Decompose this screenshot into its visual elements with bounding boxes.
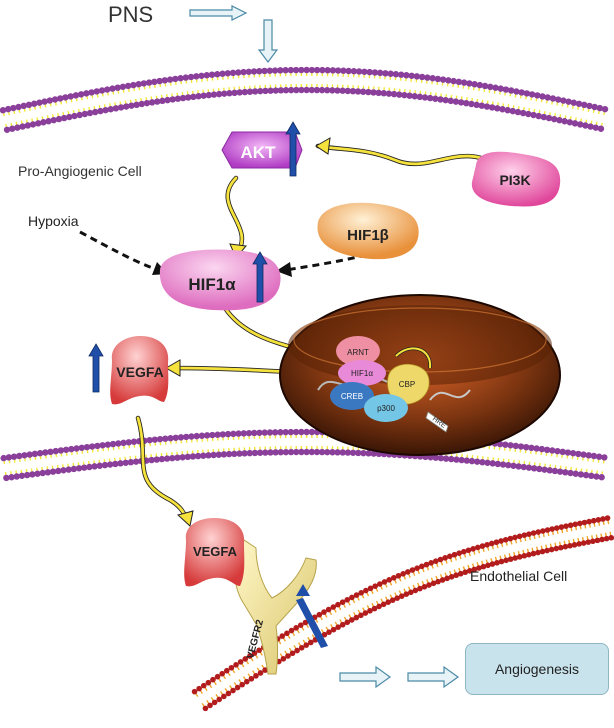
angiogenesis-box: Angiogenesis — [465, 643, 609, 695]
complex-p300-label: p300 — [377, 404, 395, 413]
hypoxia-label: Hypoxia — [28, 213, 79, 229]
complex-cbp-label: CBP — [399, 380, 415, 389]
hif1a-label: HIF1α — [188, 275, 236, 294]
cell-membrane-middle — [0, 429, 607, 481]
hif1b-protein: HIF1β — [317, 203, 418, 259]
cell-membrane-top — [0, 67, 608, 133]
pi3k-label: PI3K — [499, 172, 530, 188]
hif1b-label: HIF1β — [347, 227, 389, 244]
vegfa-bound-label: VEGFA — [193, 544, 238, 559]
pns-label: PNS — [108, 2, 153, 28]
pi3k-protein: PI3K — [472, 152, 560, 207]
vegfr2-receptor: VEGFR2 — [235, 540, 328, 674]
complex-arnt-label: ARNT — [347, 348, 369, 357]
outcome-arrows — [340, 667, 458, 687]
vegfa-label: VEGFA — [116, 364, 163, 380]
pro-angiogenic-cell-label: Pro-Angiogenic Cell — [18, 163, 142, 179]
pns-arrows — [190, 6, 277, 62]
complex-creb-label: CREB — [341, 392, 363, 401]
complex-hif1a-label: HIF1α — [351, 369, 373, 378]
vegfa-bound-protein: VEGFA — [184, 518, 244, 586]
endothelial-cell-label: Endothelial Cell — [470, 568, 567, 584]
vegfa-protein: VEGFA — [110, 336, 168, 404]
akt-label: AKT — [241, 143, 277, 162]
